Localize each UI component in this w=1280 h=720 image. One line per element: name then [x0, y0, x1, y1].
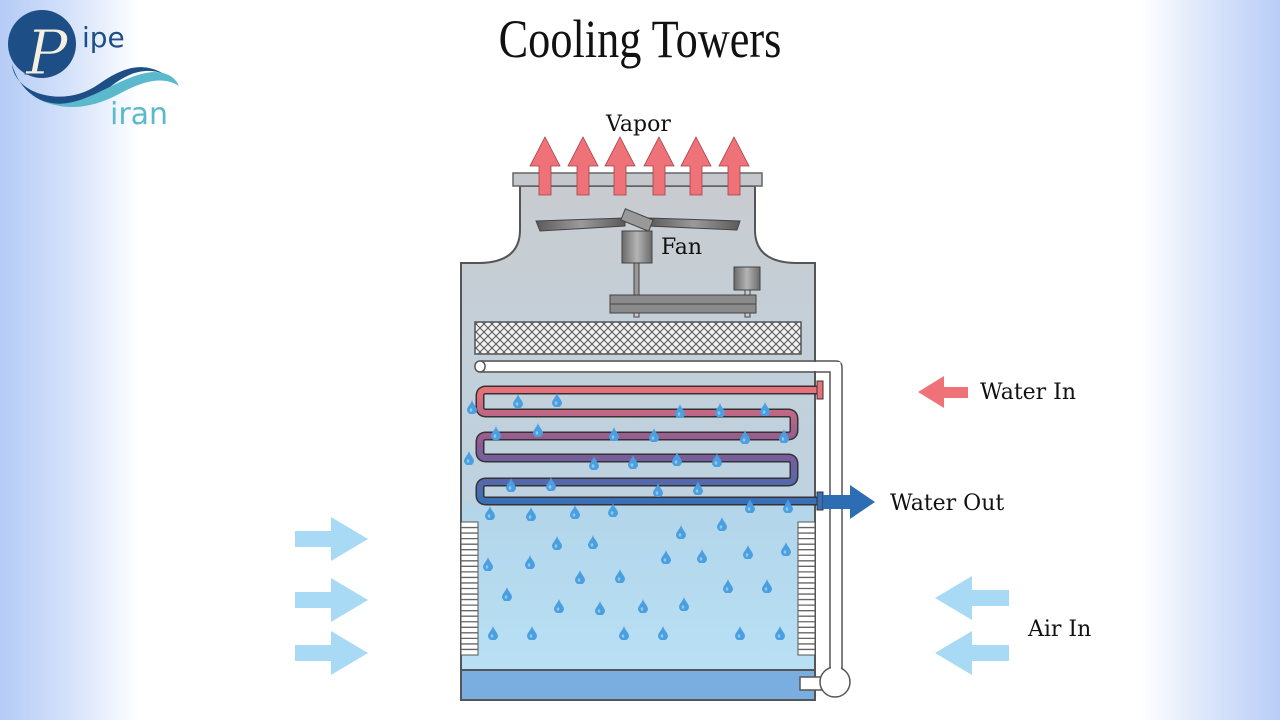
- louver-left: [460, 521, 479, 656]
- coil-outlet-flange: [816, 491, 824, 511]
- fan-assembly: [535, 208, 761, 318]
- fan-base-plate-2: [609, 303, 757, 314]
- air-in-left-arrows: [295, 517, 368, 675]
- spray-header-pipe-fill: [480, 362, 841, 672]
- fan-base-plate: [609, 294, 757, 305]
- louver-right: [797, 521, 816, 656]
- logo-word-top: ipe: [82, 21, 125, 54]
- fan-hub: [620, 208, 654, 232]
- water-out-arrow: [823, 485, 875, 519]
- gear-motor: [733, 266, 761, 291]
- vapor-arrow: [643, 136, 675, 196]
- drift-eliminator: [474, 321, 802, 355]
- spray-header-cap: [474, 360, 486, 373]
- fan-blade-left: [535, 217, 626, 232]
- water-in-arrow: [918, 376, 968, 408]
- water-in-label: Water In: [980, 380, 1076, 405]
- vapor-arrow: [604, 136, 636, 196]
- logo-word-bottom: iran: [110, 97, 168, 132]
- heat-exchanger-coil-fill: [477, 387, 820, 504]
- air-in-arrow: [295, 578, 368, 622]
- air-in-arrow: [935, 576, 1009, 620]
- vapor-arrows: [529, 136, 750, 196]
- water-out-label: Water Out: [890, 491, 1004, 516]
- page-title: Cooling Towers: [498, 9, 782, 69]
- logo-wave-dark: [12, 64, 164, 106]
- vapor-arrow: [718, 136, 750, 196]
- fan-base-foot-right: [744, 312, 751, 318]
- logo-circle: [8, 10, 76, 78]
- pipe-iran-logo: P ipe iran: [8, 10, 179, 132]
- vapor-label: Vapor: [605, 112, 671, 137]
- logo-wave-light: [34, 72, 179, 108]
- air-in-right-arrows: [935, 576, 1009, 675]
- vapor-arrow: [680, 136, 712, 196]
- vapor-arrow: [529, 136, 561, 196]
- air-in-label: Air In: [1027, 617, 1091, 642]
- water-zone: [462, 506, 814, 670]
- fan-label: Fan: [661, 235, 702, 260]
- fan-motor: [621, 230, 653, 264]
- gear-motor-stem: [744, 289, 751, 296]
- fan-base-foot-left: [633, 312, 640, 318]
- fan-shaft: [633, 262, 640, 296]
- coil-inlet-flange: [816, 380, 824, 400]
- air-in-arrow: [935, 631, 1009, 675]
- water-basin: [460, 669, 816, 701]
- air-in-arrow: [295, 517, 368, 561]
- return-pump: [819, 666, 851, 698]
- return-pipe-join: [831, 660, 841, 670]
- vapor-arrow: [567, 136, 599, 196]
- logo-letter: P: [25, 16, 69, 89]
- air-in-arrow: [295, 631, 368, 675]
